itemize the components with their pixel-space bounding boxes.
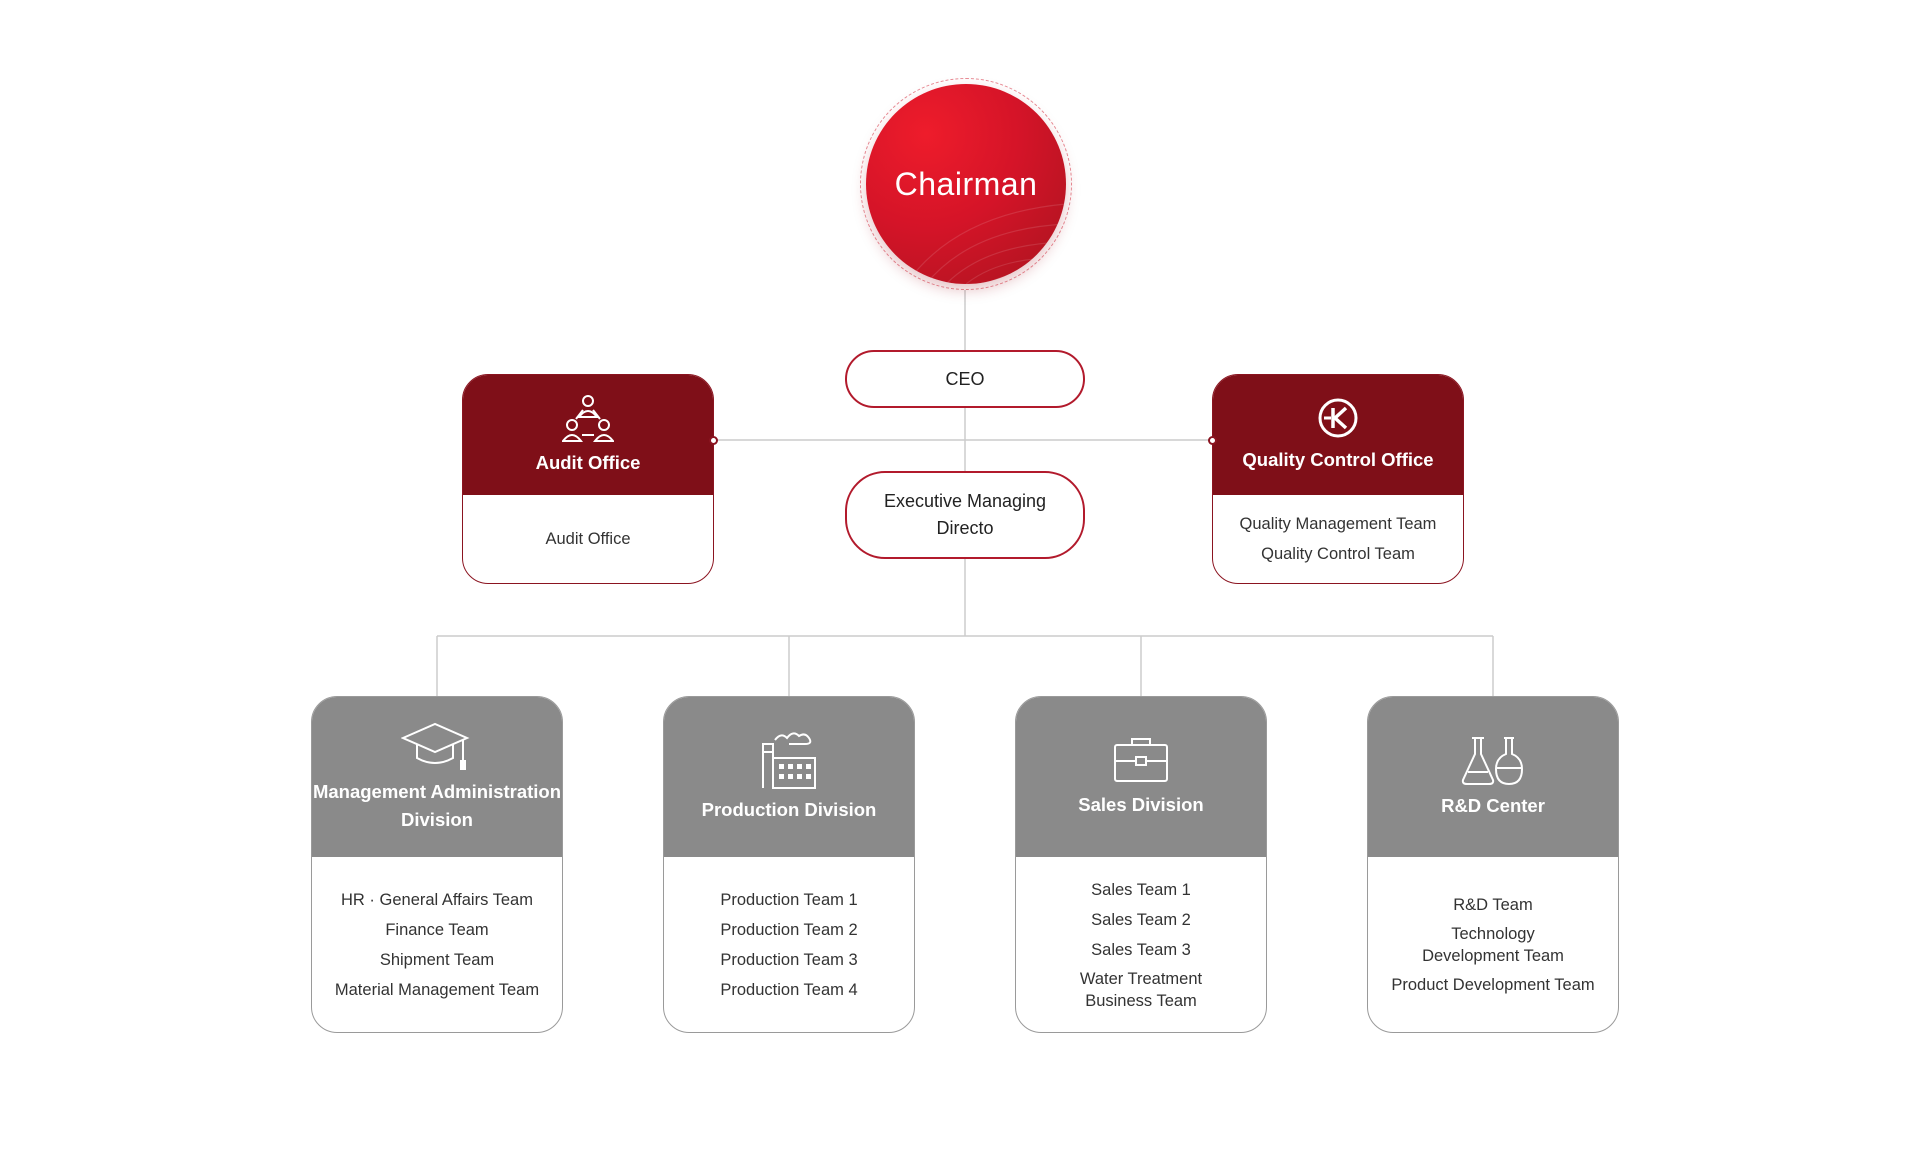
connector-dot [709, 436, 718, 445]
flask-icon [1461, 737, 1524, 786]
management-division-title: Management Administration Division [312, 781, 562, 830]
management-division-body: HR · General Affairs Team Finance Team S… [312, 857, 562, 1032]
briefcase-icon [1114, 738, 1168, 782]
quality-office-card[interactable]: Quality Control Office Quality Managemen… [1212, 374, 1464, 584]
sales-division-card[interactable]: Sales Division Sales Team 1 Sales Team 2… [1015, 696, 1267, 1033]
sales-division-body: Sales Team 1 Sales Team 2 Sales Team 3 W… [1016, 857, 1266, 1032]
chairman-label: Chairman [894, 165, 1038, 202]
list-item: Sales Team 1 [1091, 880, 1191, 899]
list-item: HR · General Affairs Team [341, 890, 533, 909]
list-item: Finance Team [385, 920, 489, 939]
list-item: Production Team 4 [720, 980, 858, 999]
list-item: Production Team 2 [720, 920, 858, 939]
production-division-header: Production Division [664, 697, 914, 857]
list-item: Technology Development Team [1422, 924, 1564, 965]
k-logo-icon [1318, 398, 1358, 438]
list-item: Water Treatment Business Team [1079, 969, 1203, 1010]
quality-office-title: Quality Control Office [1242, 449, 1434, 470]
graduation-cap-icon [401, 722, 470, 770]
rnd-center-body: R&D Team Technology Development Team Pro… [1368, 857, 1618, 1032]
executive-node[interactable]: Executive Managing Directo [845, 471, 1085, 559]
list-item: Product Development Team [1391, 975, 1595, 994]
ceo-label: CEO [945, 368, 985, 389]
factory-icon [762, 732, 816, 789]
sales-division-header: Sales Division [1016, 697, 1266, 857]
rnd-center-card[interactable]: R&D Center R&D Team Technology Developme… [1367, 696, 1619, 1033]
production-division-body: Production Team 1 Production Team 2 Prod… [664, 857, 914, 1032]
list-item: Production Team 3 [720, 950, 858, 969]
wave-decoration [905, 203, 1066, 284]
management-division-header: Management Administration Division [312, 697, 562, 857]
audit-office-body: Audit Office [463, 495, 713, 583]
production-division-title: Production Division [701, 799, 877, 820]
management-division-card[interactable]: Management Administration Division HR · … [311, 696, 563, 1033]
list-item: Material Management Team [334, 980, 540, 999]
audit-office-title: Audit Office [535, 452, 641, 473]
production-division-card[interactable]: Production Division Production Team 1 Pr… [663, 696, 915, 1033]
connector-dot [1208, 436, 1217, 445]
list-item: Sales Team 3 [1091, 940, 1191, 959]
quality-office-header: Quality Control Office [1213, 375, 1463, 495]
quality-office-body: Quality Management Team Quality Control … [1213, 495, 1463, 583]
ceo-node[interactable]: CEO [845, 350, 1085, 408]
audit-office-card[interactable]: Audit Office Audit Office [462, 374, 714, 584]
executive-label: Executive Managing Directo [883, 491, 1047, 538]
list-item: R&D Team [1453, 895, 1533, 914]
people-network-icon [562, 395, 614, 442]
chairman-node[interactable]: Chairman [866, 84, 1066, 284]
rnd-center-header: R&D Center [1368, 697, 1618, 857]
audit-office-header: Audit Office [463, 375, 713, 495]
sales-division-title: Sales Division [1078, 794, 1204, 815]
list-item: Quality Control Team [1261, 545, 1415, 563]
rnd-center-title: R&D Center [1441, 795, 1545, 816]
list-item: Audit Office [545, 530, 631, 548]
list-item: Quality Management Team [1239, 515, 1437, 533]
list-item: Shipment Team [379, 950, 495, 969]
list-item: Production Team 1 [720, 890, 858, 909]
list-item: Sales Team 2 [1091, 910, 1191, 929]
